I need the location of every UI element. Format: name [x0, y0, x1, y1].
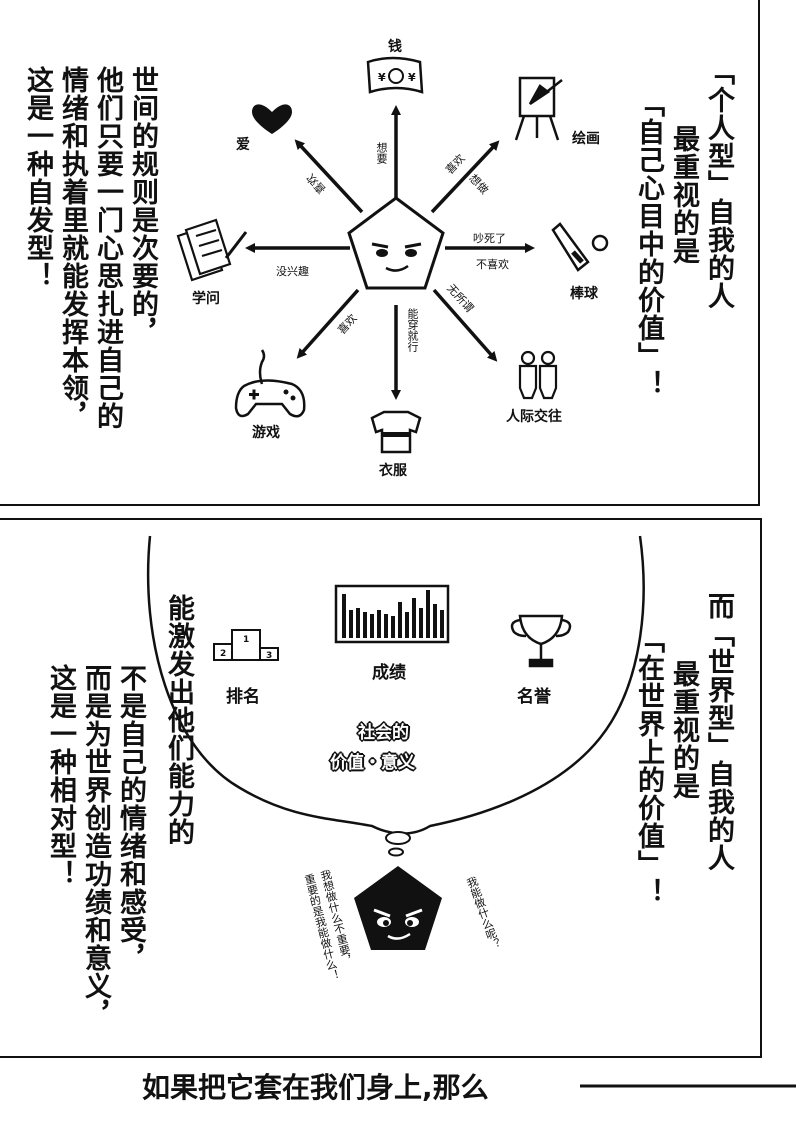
right-text-col-1: 「个人型」自我的人 — [703, 58, 734, 310]
bar-chart-icon-bar — [419, 608, 423, 638]
podium-third: 3 — [266, 651, 272, 661]
trophy-icon — [510, 614, 572, 668]
p2-right-text-col-3: 「在世界上的价值」！ — [633, 626, 664, 906]
bar-chart-icon-bar — [342, 594, 346, 638]
right-text-col-3: 「自己心目中的价值」！ — [633, 90, 664, 398]
right-text-col-2: 最重视的是 — [668, 125, 699, 265]
bar-chart-icon-bar — [356, 608, 360, 638]
label-study: 学问 — [192, 291, 220, 307]
p2-right-text-col-1: 而「世界型」自我的人 — [703, 592, 734, 872]
bar-chart-icon-bar — [370, 614, 374, 638]
caption-line — [580, 1084, 796, 1088]
p2-right-text-col-2: 最重视的是 — [668, 660, 699, 800]
label-clothes: 衣服 — [379, 463, 407, 479]
p2-left-text-col-1: 能激发出他们能力的 — [163, 594, 194, 846]
documents-icon — [176, 218, 248, 282]
podium-second: 2 — [220, 649, 226, 659]
podium-icon — [213, 629, 279, 661]
people-icon — [518, 350, 558, 400]
label-ranking: 排名 — [226, 687, 260, 707]
black-pentagon-face-icon — [354, 866, 442, 950]
bar-chart-icon-bar — [440, 610, 444, 638]
bar-chart-icon-bar — [405, 612, 409, 638]
p2-left-text-col-4: 这是一种相对型！ — [45, 664, 76, 888]
label-painting: 绘画 — [572, 131, 600, 147]
arrow-label-want: 想要 — [375, 142, 388, 164]
center-title-line-2: 价值・意义 — [330, 753, 415, 773]
arrow-label-wearable: 能穿就行 — [406, 308, 419, 352]
bar-chart-icon — [334, 584, 450, 644]
thought-bubble: 1 2 3 — [146, 535, 645, 950]
easel-icon — [514, 76, 563, 141]
bar-chart-icon-bar — [384, 614, 388, 638]
pentagon-face-icon — [347, 196, 445, 290]
bar-chart-icon-bar — [363, 612, 367, 638]
p2-left-text-col-2: 不是自己的情绪和感受， — [115, 664, 146, 972]
label-game: 游戏 — [252, 425, 280, 441]
bar-chart-icon-bar — [377, 610, 381, 638]
label-baseball: 棒球 — [570, 286, 598, 302]
radial-diagram: ¥ ¥ — [176, 56, 609, 454]
label-relations: 人际交往 — [506, 409, 562, 425]
tshirt-icon — [370, 410, 422, 454]
arrow-label-no-interest: 没兴趣 — [276, 265, 309, 278]
bar-chart-icon-bar — [398, 602, 402, 638]
label-money: 钱 — [388, 39, 402, 55]
label-love: 爱 — [236, 137, 250, 153]
bar-chart-icon-bar — [433, 604, 437, 638]
left-text-col-3: 情绪和执着里就能发挥本领， — [57, 66, 88, 430]
bottom-caption: 如果把它套在我们身上,那么 — [142, 1071, 489, 1104]
center-title-line-1: 社会的 — [358, 723, 409, 743]
label-results: 成绩 — [372, 663, 406, 683]
podium-first: 1 — [243, 635, 249, 645]
arrow-label-dislike: 不喜欢 — [476, 258, 509, 271]
label-honor: 名誉 — [517, 687, 551, 707]
bar-chart-icon-bar — [391, 616, 395, 638]
game-controller-icon — [234, 349, 306, 418]
money-yen-glyph-1: ¥ — [378, 71, 386, 84]
heart-icon — [252, 104, 292, 134]
p2-left-text-col-3: 而是为世界创造功绩和意义， — [80, 664, 111, 1028]
banknote-icon: ¥ ¥ — [366, 56, 424, 94]
baseball-icon — [551, 222, 609, 272]
bar-chart-icon-bar — [412, 598, 416, 638]
arrow-label-noisy: 吵死了 — [473, 232, 506, 245]
left-text-col-1: 世间的规则是次要的， — [127, 66, 158, 346]
money-yen-glyph-2: ¥ — [408, 71, 416, 84]
left-text-col-4: 这是一种自发型！ — [22, 66, 53, 290]
bar-chart-icon-bar — [349, 610, 353, 638]
left-text-col-2: 他们只要一门心思扎进自己的 — [92, 66, 123, 430]
bar-chart-icon-bar — [426, 590, 430, 638]
